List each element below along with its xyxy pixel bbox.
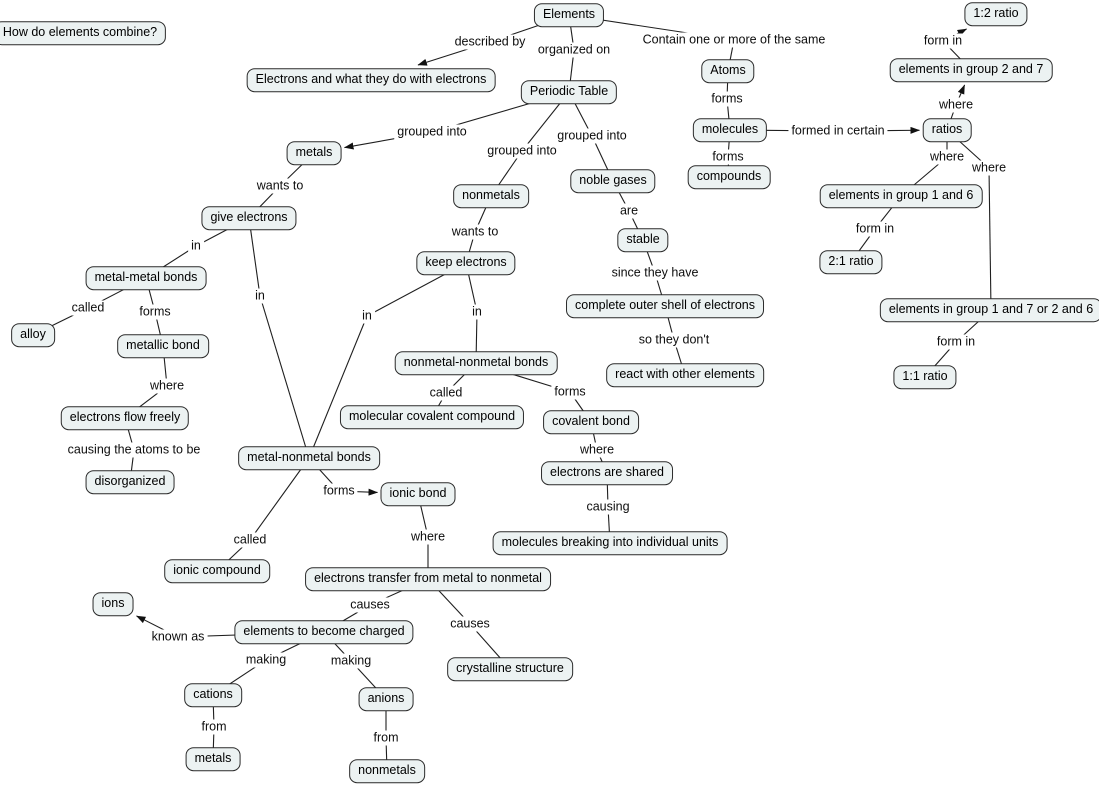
- link-phrase-since-have[interactable]: since they have: [608, 265, 702, 281]
- link-phrase-so-dont[interactable]: so they don't: [635, 332, 713, 348]
- concept-node-metals-2[interactable]: metals: [185, 747, 241, 771]
- link-phrase-forms-metallic[interactable]: forms: [136, 304, 174, 320]
- link-phrase-organized-on[interactable]: organized on: [534, 42, 614, 58]
- concept-node-alloy[interactable]: alloy: [11, 323, 55, 347]
- link-phrase-called-alloy[interactable]: called: [68, 300, 108, 316]
- concept-node-ionic-compound[interactable]: ionic compound: [164, 559, 270, 583]
- link-phrase-grouped-metals[interactable]: grouped into: [394, 124, 470, 140]
- link-phrase-called-mcc[interactable]: called: [426, 385, 466, 401]
- link-phrase-forms-ionic[interactable]: forms: [320, 483, 358, 499]
- concept-node-metal-nonmetal[interactable]: metal-nonmetal bonds: [238, 446, 380, 470]
- link-phrase-in-4[interactable]: in: [469, 304, 485, 320]
- concept-node-nonmetal-nonmetal[interactable]: nonmetal-nonmetal bonds: [394, 351, 558, 375]
- link-phrase-where-27[interactable]: where: [935, 97, 977, 113]
- concept-node-group-1-7-2-6[interactable]: elements in group 1 and 7 or 2 and 6: [879, 298, 1099, 322]
- concept-node-elements[interactable]: Elements: [533, 3, 605, 27]
- link-phrase-from-1[interactable]: from: [198, 719, 230, 735]
- concept-node-anions[interactable]: anions: [358, 687, 414, 711]
- concept-node-metallic-bond[interactable]: metallic bond: [117, 334, 209, 358]
- concept-node-nonmetals-2[interactable]: nonmetals: [349, 759, 425, 783]
- concept-node-e-flow-freely[interactable]: electrons flow freely: [60, 406, 190, 430]
- link-phrase-causes-1[interactable]: causes: [347, 597, 393, 613]
- concept-node-atoms[interactable]: Atoms: [701, 59, 755, 83]
- link-phrase-where-transfer[interactable]: where: [407, 529, 449, 545]
- concept-node-ionic-bond[interactable]: ionic bond: [380, 482, 456, 506]
- concept-node-crystalline[interactable]: crystalline structure: [447, 657, 573, 681]
- link-phrase-known-as[interactable]: known as: [148, 629, 208, 645]
- concept-node-ratio-2-1[interactable]: 2:1 ratio: [819, 250, 883, 274]
- concept-node-electrons-what[interactable]: Electrons and what they do with electron…: [246, 68, 496, 92]
- concept-node-periodic-table[interactable]: Periodic Table: [520, 80, 618, 104]
- link-phrase-grouped-nonmetals[interactable]: grouped into: [484, 143, 560, 159]
- concept-node-metals-1[interactable]: metals: [286, 141, 342, 165]
- link-phrase-form-in-12[interactable]: form in: [920, 33, 966, 49]
- link-phrase-grouped-noble[interactable]: grouped into: [554, 128, 630, 144]
- concept-node-noble-gases[interactable]: noble gases: [570, 169, 656, 193]
- concept-node-keep-electrons[interactable]: keep electrons: [416, 251, 516, 275]
- link-phrase-form-in-11[interactable]: form in: [933, 334, 979, 350]
- link-phrase-forms-atoms[interactable]: forms: [708, 91, 746, 107]
- concept-node-ratios[interactable]: ratios: [922, 118, 972, 142]
- link-phrase-contain-same[interactable]: Contain one or more of the same: [639, 32, 829, 48]
- concept-node-compounds[interactable]: compounds: [687, 165, 771, 189]
- link-phrase-wants-metals[interactable]: wants to: [253, 178, 307, 194]
- link-phrase-making-2[interactable]: making: [327, 653, 375, 669]
- concept-node-ratio-1-2[interactable]: 1:2 ratio: [964, 2, 1028, 26]
- concept-node-ratio-1-1[interactable]: 1:1 ratio: [893, 365, 957, 389]
- link-phrase-causes-2[interactable]: causes: [447, 616, 493, 632]
- concept-node-group-1-6[interactable]: elements in group 1 and 6: [819, 184, 983, 208]
- link-phrase-causing[interactable]: causing: [583, 499, 633, 515]
- link-phrase-called-ionic[interactable]: called: [230, 532, 270, 548]
- link-phrase-making-1[interactable]: making: [242, 652, 290, 668]
- concept-node-charged[interactable]: elements to become charged: [234, 620, 414, 644]
- concept-node-mol-cov-compound[interactable]: molecular covalent compound: [339, 405, 525, 429]
- link-phrase-in-3[interactable]: in: [359, 308, 375, 324]
- concept-node-give-electrons[interactable]: give electrons: [201, 206, 297, 230]
- link-phrase-where-flow[interactable]: where: [146, 378, 188, 394]
- concept-node-e-shared[interactable]: electrons are shared: [541, 461, 673, 485]
- link-phrase-in-2[interactable]: in: [252, 288, 268, 304]
- concept-node-metal-metal[interactable]: metal-metal bonds: [85, 266, 207, 290]
- link-phrase-formed-certain[interactable]: formed in certain: [788, 123, 888, 139]
- link-phrase-form-in-21[interactable]: form in: [852, 221, 898, 237]
- concept-node-question[interactable]: How do elements combine?: [0, 21, 167, 45]
- concept-node-cations[interactable]: cations: [184, 683, 242, 707]
- link-phrase-in-1[interactable]: in: [188, 238, 204, 254]
- concept-node-nonmetals-1[interactable]: nonmetals: [453, 184, 529, 208]
- concept-node-covalent-bond[interactable]: covalent bond: [543, 410, 639, 434]
- link-phrase-described-by[interactable]: described by: [451, 34, 529, 50]
- concept-node-group-2-7[interactable]: elements in group 2 and 7: [889, 58, 1053, 82]
- concept-node-stable[interactable]: stable: [617, 228, 669, 252]
- link-phrase-wants-nonmetals[interactable]: wants to: [448, 224, 502, 240]
- concept-node-complete-shell[interactable]: complete outer shell of electrons: [566, 294, 764, 318]
- concept-node-disorganized[interactable]: disorganized: [85, 470, 175, 494]
- link-phrase-where-1726[interactable]: where: [968, 160, 1010, 176]
- concept-node-react-other[interactable]: react with other elements: [606, 363, 764, 387]
- concept-node-ions[interactable]: ions: [92, 592, 134, 616]
- concept-node-mol-breaking[interactable]: molecules breaking into individual units: [492, 531, 728, 555]
- link-phrase-forms-molecules[interactable]: forms: [709, 149, 747, 165]
- concept-node-molecules[interactable]: molecules: [692, 118, 768, 142]
- concept-node-e-transfer[interactable]: electrons transfer from metal to nonmeta…: [305, 567, 551, 591]
- link-phrase-forms-covalent[interactable]: forms: [551, 384, 589, 400]
- link-phrase-are[interactable]: are: [616, 203, 642, 219]
- link-phrase-where-16[interactable]: where: [926, 149, 968, 165]
- link-phrase-from-2[interactable]: from: [370, 730, 402, 746]
- link-phrase-causing-atoms[interactable]: causing the atoms to be: [64, 442, 204, 458]
- link-phrase-where-shared[interactable]: where: [576, 442, 618, 458]
